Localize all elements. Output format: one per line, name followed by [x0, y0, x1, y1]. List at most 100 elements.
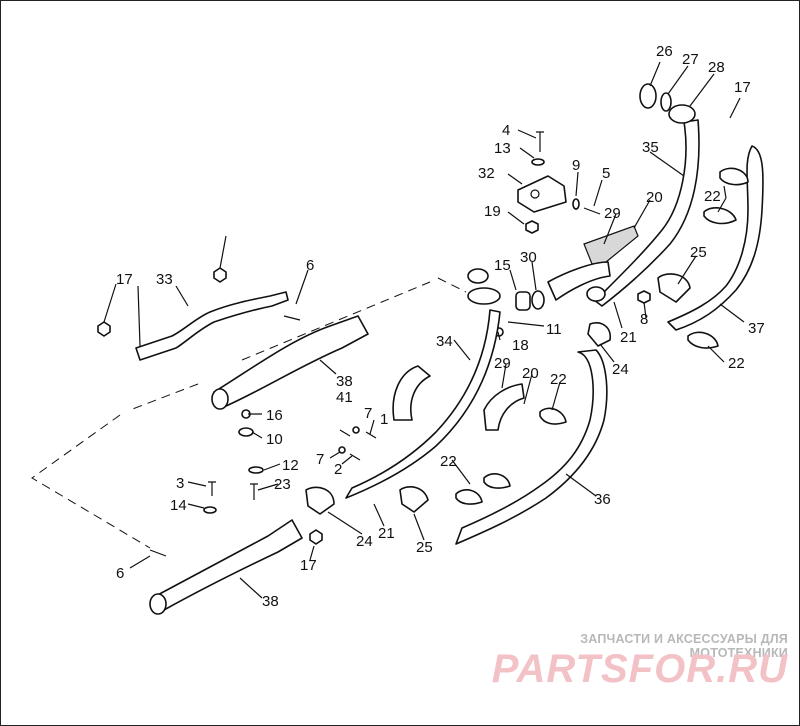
callout-label: 22 [704, 188, 721, 205]
bolt-1[interactable] [365, 431, 377, 439]
nut-7b[interactable] [338, 446, 346, 454]
callout-label: 33 [156, 271, 173, 288]
front-head-pipe[interactable] [345, 309, 501, 499]
callout-label: 29 [604, 205, 621, 222]
pipe-end-cap[interactable] [586, 286, 606, 302]
nut-8[interactable] [637, 290, 651, 304]
nut-7a[interactable] [352, 426, 360, 434]
clamp-22-pair-b[interactable] [483, 473, 511, 489]
callout-label: 15 [494, 257, 511, 274]
callout-label: 37 [748, 320, 765, 337]
muffler-bracket[interactable] [135, 291, 289, 361]
callout-label: 28 [708, 59, 725, 76]
callout-label: 32 [478, 165, 495, 182]
bolt-6-upper[interactable] [283, 315, 301, 321]
callout-label: 17 [734, 79, 751, 96]
crossover-pipe[interactable] [547, 261, 611, 301]
callout-label: 25 [416, 539, 433, 556]
heat-shield-lower[interactable] [483, 383, 525, 431]
callout-label: 36 [594, 491, 611, 508]
callout-label: 41 [336, 389, 353, 406]
heat-shield-upper[interactable] [583, 225, 639, 265]
callout-label: 3 [176, 475, 184, 492]
callout-label: 21 [378, 525, 395, 542]
callout-label: 11 [546, 321, 562, 338]
bolt-23[interactable] [250, 483, 258, 500]
nut-17-bracket-left[interactable] [97, 321, 111, 337]
head-pipe-flange[interactable] [467, 287, 501, 305]
muffler-lower-outlet[interactable] [149, 593, 167, 615]
callout-label: 23 [274, 476, 291, 493]
muffler-upper[interactable] [213, 315, 369, 407]
washer-10[interactable] [238, 427, 254, 437]
callout-label: 9 [572, 157, 580, 174]
callout-label: 8 [640, 311, 648, 328]
watermark-logo-text: PARTSFOR.RU [492, 647, 788, 688]
rear-exhaust-pipe[interactable] [667, 145, 764, 331]
callout-label: 35 [642, 139, 659, 156]
callout-label: 2 [334, 461, 342, 478]
washer-13[interactable] [531, 158, 545, 166]
rear-head-pipe[interactable] [455, 349, 608, 545]
crossover-bend[interactable] [392, 365, 431, 421]
muffler-lower[interactable] [151, 519, 303, 611]
clamp-22-rear[interactable] [539, 407, 567, 425]
bolt-4[interactable] [536, 131, 544, 152]
callout-label: 25 [690, 244, 707, 261]
callout-label: 13 [494, 140, 511, 157]
clamp-24-upper[interactable] [587, 322, 611, 347]
callout-label: 29 [494, 355, 511, 372]
nut-19[interactable] [525, 220, 539, 234]
callout-label: 17 [300, 557, 317, 574]
callout-label: 30 [520, 249, 537, 266]
head-pipe-gasket[interactable] [467, 268, 489, 284]
spacer-15[interactable] [515, 291, 531, 311]
nut-17-lower[interactable] [309, 529, 323, 545]
callout-label: 6 [116, 565, 124, 582]
callout-label: 19 [484, 203, 501, 220]
washer-14[interactable] [203, 506, 217, 514]
clamp-24-lower[interactable] [305, 486, 335, 515]
watermark-logo: PARTSFOR.RU [492, 647, 788, 688]
ring-30[interactable] [531, 290, 545, 310]
callout-label: 22 [728, 355, 745, 372]
callout-label: 7 [364, 405, 372, 422]
clamp-25-upper[interactable] [657, 273, 691, 303]
bracket-hole [530, 189, 540, 199]
callout-label: 5 [602, 165, 610, 182]
callout-label: 38 [336, 373, 353, 390]
stud-5[interactable] [583, 207, 601, 215]
assembly-line-lower [31, 414, 151, 549]
clamp-22-upper[interactable] [719, 167, 749, 186]
callout-label: 21 [620, 329, 637, 346]
front-pipe-flange[interactable] [668, 104, 696, 124]
callout-label: 22 [550, 371, 567, 388]
assembly-line-upper [129, 277, 467, 411]
callout-label: 17 [116, 271, 133, 288]
callout-label: 12 [282, 457, 299, 474]
bolt-2[interactable] [349, 453, 361, 461]
callout-leaders [103, 61, 745, 599]
nut-9[interactable] [572, 198, 580, 210]
clamp-25-lower[interactable] [399, 486, 429, 513]
bolt-3[interactable] [208, 481, 216, 496]
callout-label: 10 [266, 431, 283, 448]
retaining-ring-27[interactable] [660, 92, 672, 112]
clamp-22-mid[interactable] [703, 207, 737, 225]
callout-label: 24 [612, 361, 629, 378]
callout-label: 18 [512, 337, 529, 354]
washer-12[interactable] [248, 466, 264, 474]
nut-17-bracket-top[interactable] [213, 267, 227, 283]
callout-label: 7 [316, 451, 324, 468]
front-exhaust-pipe[interactable] [593, 119, 700, 307]
muffler-upper-outlet[interactable] [211, 388, 229, 410]
clamp-22-lower[interactable] [687, 331, 719, 349]
mounting-bracket[interactable] [517, 175, 567, 213]
watermark-tagline: ЗАПЧАСТИ И АКСЕССУАРЫ ДЛЯ МОТОТЕХНИКИ [580, 632, 788, 660]
callout-label: 26 [656, 43, 673, 60]
clamp-22-pair-a[interactable] [455, 489, 483, 505]
gasket-26[interactable] [639, 83, 657, 109]
callout-label: 16 [266, 407, 283, 424]
bolt-6-lower[interactable] [149, 549, 167, 557]
